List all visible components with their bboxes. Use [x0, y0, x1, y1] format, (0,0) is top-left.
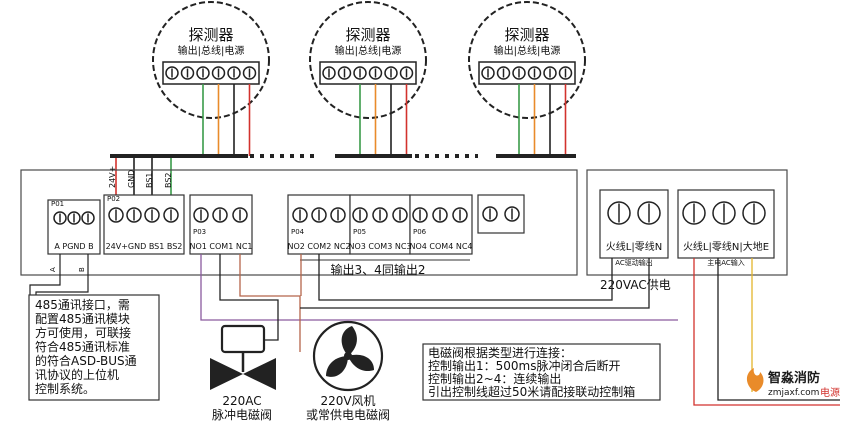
- wire-black-ac: [300, 258, 650, 309]
- block-p03: P03 NO1 COM1 NC1: [189, 194, 253, 255]
- power-module-outline: [586, 169, 788, 276]
- valve-actuator: [220, 324, 266, 354]
- rs485-note: 485通讯接口，需 配置485通讯模块 方可使用，可联接 符合485通讯标准 的…: [28, 294, 160, 401]
- detector-title: 探测器: [504, 26, 549, 44]
- valve-label: 脉冲电磁阀: [212, 407, 272, 422]
- output-wires: [200, 254, 840, 406]
- block-frame: [349, 194, 411, 255]
- valve-body: [243, 358, 276, 390]
- wire-red-power: [693, 258, 840, 406]
- block-labels: NO3 COM3 NC3: [349, 242, 412, 251]
- block-sub: 主电AC输入: [707, 258, 745, 267]
- block-screws: [53, 206, 520, 225]
- detector-title: 探测器: [345, 26, 390, 44]
- note-line: 控制输出1：500ms脉冲闭合后断开: [428, 358, 620, 373]
- detector-2: 探测器 输出|总线|电源: [309, 1, 427, 119]
- detector-circle: [309, 1, 427, 119]
- block-frame: [409, 194, 473, 255]
- wire-purple: [200, 254, 678, 321]
- block-p01: P01 A PGND B: [47, 199, 101, 255]
- output-note: 输出3、4同输出2: [331, 262, 426, 277]
- wire-label-bs2: BS2: [164, 172, 173, 188]
- block-frame: [47, 199, 101, 255]
- wire-label-gnd: GND: [127, 170, 136, 188]
- note-line: 符合485通讯标准: [35, 339, 130, 354]
- wire-brown-1: [239, 254, 301, 352]
- ab-lines: [29, 254, 89, 295]
- fan-label: 220V风机: [320, 394, 375, 408]
- block-labels: 24V+GND BS1 BS2: [106, 242, 183, 251]
- block-labels: NO1 COM1 NC1: [190, 242, 253, 251]
- detector-circle: [468, 1, 586, 119]
- detector-wires: [115, 84, 567, 208]
- wire-black-out: [219, 254, 279, 341]
- block-frame: [103, 194, 185, 255]
- fan-label: 或常供电电磁阀: [306, 407, 390, 422]
- wire-black-power: [717, 258, 840, 401]
- valve-info-note: 电磁阀根据类型进行连接： 控制输出1：500ms脉冲闭合后断开 控制输出2~4：…: [422, 343, 661, 401]
- wire-label-bs1: BS1: [145, 172, 154, 188]
- note-frame: [28, 294, 160, 401]
- note-line: 485通讯接口，需: [35, 297, 130, 312]
- fan-icon: [312, 320, 384, 392]
- block-p06: P06 NO4 COM4 NC4: [409, 194, 473, 255]
- main-module-outline: [20, 169, 578, 276]
- brand-url: zmjaxf.com: [768, 388, 819, 398]
- wire-black-2: [318, 254, 613, 301]
- brand-watermark: 智淼消防 zmjaxf.com 电源: [746, 368, 840, 399]
- note-line: 讯协议的上位机: [35, 367, 119, 382]
- block-frame: [599, 189, 669, 259]
- block-p05: P05 NO3 COM3 NC3: [349, 194, 412, 255]
- block-p04: P04 NO2 COM2 NC2: [287, 194, 351, 255]
- brand-tail: 电源: [820, 386, 840, 399]
- detector-screws: [165, 66, 573, 80]
- fan-blade: [348, 354, 374, 372]
- wire-label-group: 24V+ GND BS1 BS2: [108, 166, 173, 188]
- detector-labels: 输出|总线|电源: [335, 44, 402, 57]
- label-a: A: [49, 267, 57, 272]
- block-labels: 火线L|零线N: [606, 240, 662, 253]
- detector-3: 探测器 输出|总线|电源: [468, 1, 586, 119]
- detector-labels: 输出|总线|电源: [178, 44, 245, 57]
- note-line: 的符合ASD-BUS通: [35, 353, 137, 368]
- block-code: P01: [51, 200, 64, 208]
- note-line: 方可使用，可联接: [35, 325, 131, 340]
- block-code: P02: [107, 195, 120, 203]
- brand-name: 智淼消防: [768, 370, 820, 386]
- note-line: 电磁阀根据类型进行连接：: [428, 345, 572, 360]
- fan-blade: [341, 326, 357, 356]
- fan-blade: [326, 356, 348, 377]
- detector-labels: 输出|总线|电源: [494, 44, 561, 57]
- power-screws: [607, 201, 766, 225]
- detector-title: 探测器: [188, 26, 233, 44]
- note-line: 配置485通讯模块: [35, 312, 130, 326]
- note-line: 控制系统。: [35, 382, 95, 396]
- valve-label: 220AC: [222, 394, 261, 408]
- block-frame: [189, 194, 253, 255]
- block-labels: NO4 COM4 NC4: [410, 242, 473, 251]
- block-labels: NO2 COM2 NC2: [288, 242, 351, 251]
- flame-logo-icon: [746, 368, 764, 392]
- valve-icon: [210, 324, 276, 390]
- wire-label-24v: 24V+: [108, 166, 117, 188]
- detector-circle: [152, 1, 270, 119]
- valve-body: [210, 358, 243, 390]
- note-line: 控制输出2~4：连续输出: [428, 371, 561, 386]
- label-b: B: [78, 267, 86, 272]
- block-labels: 火线L|零线N|大地E: [683, 240, 769, 253]
- block-code: P05: [353, 228, 366, 236]
- block-code: P06: [413, 228, 427, 236]
- note-line: 引出控制线超过50米请配接联动控制箱: [428, 384, 635, 399]
- block-code: P03: [193, 228, 206, 236]
- note-frame: [422, 343, 661, 401]
- block-sub: AC驱动输出: [615, 258, 653, 267]
- power-caption: 220VAC供电: [600, 278, 671, 292]
- block-code: P04: [291, 228, 305, 236]
- block-labels: A PGND B: [54, 242, 93, 251]
- power-block-left: 火线L|零线N AC驱动输出: [599, 189, 669, 267]
- block-p02: P02 24V+GND BS1 BS2: [103, 194, 185, 255]
- detector-1: 探测器 输出|总线|电源: [152, 1, 270, 119]
